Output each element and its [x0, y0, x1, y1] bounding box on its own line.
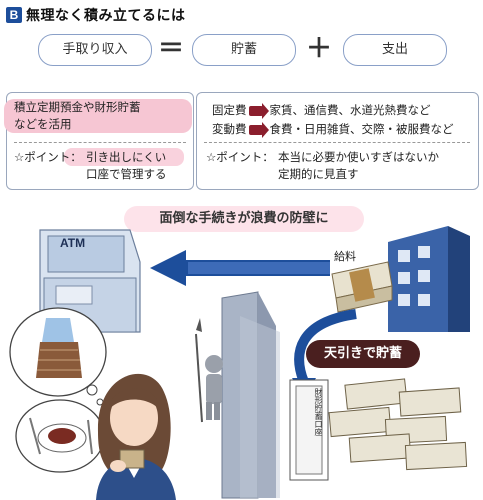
deduction-arrow-icon — [294, 309, 357, 384]
variable-cost-items: 食費・日用雑貨、交際・被服費など — [269, 122, 454, 136]
savings-point-label: ☆ポイント： — [14, 150, 82, 164]
fixed-cost-row: 固定費 家賃、通信費、水道光熱費など — [212, 102, 431, 119]
section-title: 無理なく積み立てるには — [26, 8, 186, 24]
illustration-scene — [9, 226, 470, 500]
right-arrow-icon — [248, 102, 269, 119]
atm-label: ATM — [60, 236, 86, 250]
callout-banner: 面倒な手続きが浪費の防壁に — [124, 206, 364, 232]
variable-cost-row: 変動費 食費・日用雑貨、交際・被服費など — [212, 121, 454, 138]
expenses-point-label: ☆ポイント： — [206, 150, 274, 164]
savings-highlight — [4, 99, 192, 133]
fixed-cost-label: 固定費 — [212, 103, 247, 117]
section-header: B 無理なく積み立てるには — [6, 6, 186, 24]
right-arrow-icon — [248, 121, 269, 138]
equals-sign: ＝ — [157, 34, 184, 64]
savings-line-2: などを活用 — [14, 117, 72, 131]
banknotes-icon — [328, 378, 468, 471]
expenses-box: 支出 — [343, 34, 447, 66]
savings-account-sign — [289, 379, 329, 481]
guard-figure-icon — [195, 318, 223, 423]
expenses-point-line-1: 本当に必要か使いすぎはないか — [278, 150, 439, 164]
atm-machine-icon — [39, 229, 141, 333]
clothes-thought-bubble-icon — [9, 307, 107, 397]
expenses-panel — [196, 92, 479, 190]
dinner-thought-bubble-icon — [15, 399, 105, 473]
company-building-icon — [388, 226, 470, 332]
expenses-divider — [204, 142, 470, 143]
fixed-cost-items: 家賃、通信費、水道光熱費など — [269, 103, 431, 117]
plus-sign: ＋ — [305, 34, 332, 64]
withdraw-arrow-icon — [150, 250, 330, 286]
expenses-point-line-2: 定期的に見直す — [278, 167, 359, 181]
point-highlight — [64, 148, 184, 166]
protective-wall-icon — [221, 291, 280, 499]
income-box: 手取り収入 — [38, 34, 152, 66]
tenbiki-badge: 天引きで貯蓄 — [306, 340, 420, 368]
savings-divider — [14, 142, 186, 143]
variable-cost-label: 変動費 — [212, 122, 247, 136]
savings-point-line-2: 口座で管理する — [86, 167, 167, 181]
salary-cash-icon — [331, 261, 393, 313]
salary-label: 給料 — [334, 250, 356, 263]
savings-box: 貯蓄 — [192, 34, 296, 66]
savings-line-1: 積立定期預金や財形貯蓄 — [14, 100, 141, 114]
savings-point-line-1: 引き出しにくい — [86, 150, 167, 164]
savings-account-sign-label: 財形貯蓄口座 — [314, 388, 323, 436]
woman-figure-icon — [96, 373, 176, 500]
section-badge: B — [6, 7, 22, 23]
